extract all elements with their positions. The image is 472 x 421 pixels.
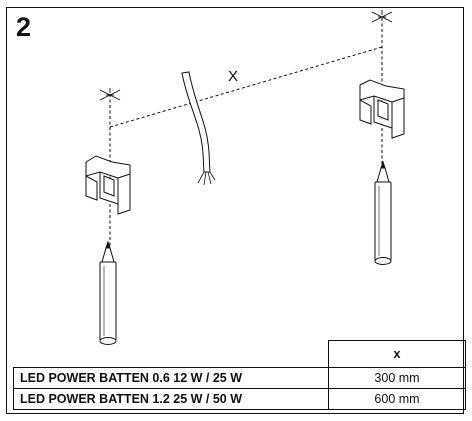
table-header-empty bbox=[13, 340, 329, 368]
left-led-batten-icon bbox=[99, 240, 117, 345]
right-mounting-bracket-icon bbox=[359, 79, 405, 139]
table-header-x: x bbox=[328, 340, 466, 368]
left-mounting-bracket-icon bbox=[85, 155, 131, 215]
product-distance: 300 mm bbox=[328, 367, 466, 389]
table-header-row: x bbox=[13, 340, 466, 368]
spec-table: x LED POWER BATTEN 0.6 12 W / 25 W 300 m… bbox=[13, 340, 466, 410]
product-distance: 600 mm bbox=[328, 388, 466, 410]
right-led-batten-icon bbox=[374, 160, 392, 265]
step-number: 2 bbox=[16, 12, 32, 42]
distance-label: X bbox=[228, 68, 238, 85]
distance-guide-line bbox=[109, 46, 383, 128]
power-cable-icon bbox=[181, 71, 216, 186]
table-row: LED POWER BATTEN 1.2 25 W / 50 W 600 mm bbox=[13, 388, 466, 410]
left-drill-mark-icon bbox=[99, 88, 121, 101]
right-drill-mark-icon bbox=[371, 10, 393, 23]
product-name: LED POWER BATTEN 1.2 25 W / 50 W bbox=[13, 388, 329, 410]
instruction-frame bbox=[6, 7, 464, 414]
product-name: LED POWER BATTEN 0.6 12 W / 25 W bbox=[13, 367, 329, 389]
table-row: LED POWER BATTEN 0.6 12 W / 25 W 300 mm bbox=[13, 367, 466, 389]
